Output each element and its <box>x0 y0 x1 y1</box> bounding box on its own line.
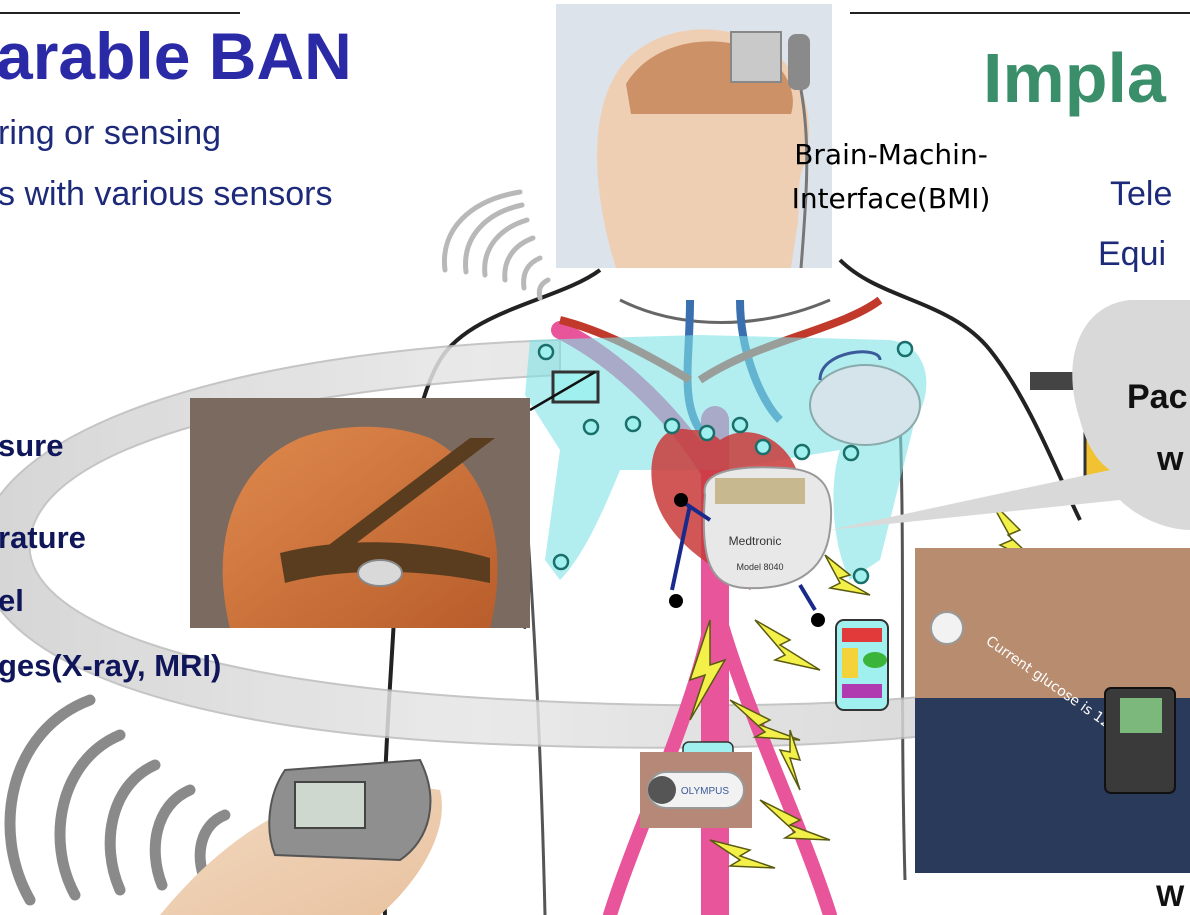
bubble-line1: Pac <box>1127 378 1188 417</box>
wireless-arcs-shoulder <box>444 192 548 298</box>
monitor-icon <box>553 372 598 402</box>
glucose-monitor-image: Current glucose is 128 <box>915 548 1190 873</box>
bullet-images: ges(X-ray, MRI) <box>0 648 221 684</box>
bullet-temperature: rature <box>0 520 86 556</box>
bmi-label-line1: Brain-Machin- <box>746 133 1036 177</box>
implant-title: Impla <box>983 38 1166 118</box>
right-subtitle-line2: Equi <box>1098 235 1166 274</box>
left-subtitle-line1: ring or sensing <box>0 114 221 153</box>
pacemaker-device: Medtronic Model 8040 <box>704 467 831 588</box>
bottom-right-text: W <box>1156 880 1184 914</box>
pacemaker-model: Model 8040 <box>736 562 783 572</box>
sensor-box <box>836 620 888 710</box>
left-subtitle-line2: s with various sensors <box>0 175 332 214</box>
bubble-line2: w <box>1157 440 1183 479</box>
bmi-label-line2: Interface(BMI) <box>746 177 1036 221</box>
chest-strap-image <box>190 398 530 628</box>
right-subtitle-line1: Tele <box>1110 175 1172 214</box>
bullet-pressure: sure <box>0 428 63 464</box>
bmi-label: Brain-Machin- Interface(BMI) <box>746 133 1036 221</box>
wearable-ban-title: arable BAN <box>0 18 352 94</box>
pacemaker-brand: Medtronic <box>729 534 782 548</box>
bullet-level: el <box>0 583 24 619</box>
capsule-endoscope-image: OLYMPUS <box>640 752 752 828</box>
capsule-brand: OLYMPUS <box>681 786 729 797</box>
